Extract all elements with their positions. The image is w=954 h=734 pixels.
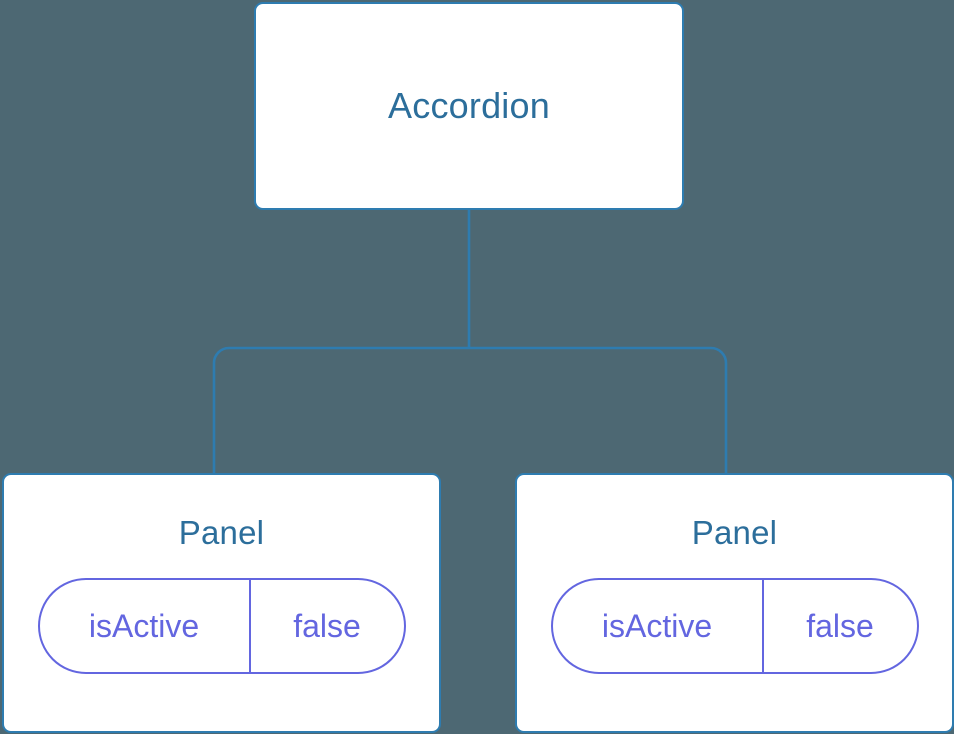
prop-key-cell: isActive	[553, 580, 764, 673]
prop-key-label: isActive	[601, 608, 713, 645]
prop-value-label: false	[293, 608, 361, 645]
edge-to-panel-right	[469, 346, 728, 474]
node-panel-left-title: Panel	[178, 514, 265, 551]
node-accordion-title: Accordion	[388, 85, 550, 127]
prop-key-label: isActive	[88, 608, 200, 645]
edge-to-panel-left	[212, 346, 469, 474]
node-accordion[interactable]: Accordion	[254, 2, 684, 210]
prop-value-cell: false	[251, 580, 404, 672]
prop-pill-is-active-right[interactable]: isActive false	[550, 578, 919, 675]
prop-pill-is-active-left[interactable]: isActive false	[37, 578, 406, 675]
node-panel-left[interactable]: Panel isActive false	[2, 473, 441, 733]
prop-value-label: false	[806, 608, 874, 645]
prop-value-cell: false	[764, 580, 917, 672]
node-panel-right[interactable]: Panel isActive false	[515, 473, 954, 733]
prop-key-cell: isActive	[40, 580, 251, 673]
node-panel-right-title: Panel	[691, 514, 778, 551]
